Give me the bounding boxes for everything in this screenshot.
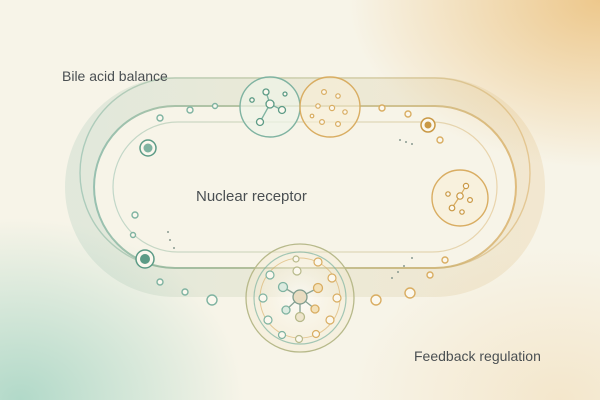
- loop-line-middle: [93, 105, 517, 269]
- loop-track-outer: [65, 77, 545, 297]
- central-receptor-hub: [245, 243, 355, 353]
- loop-ring-nodes: [135, 117, 436, 269]
- loop-line-inner: [112, 121, 498, 253]
- label-bile-acid-balance: Bile acid balance: [62, 68, 168, 84]
- dotted-arcs: [167, 139, 413, 279]
- label-feedback-regulation: Feedback regulation: [414, 348, 541, 364]
- top-left-molecule-node: [239, 76, 301, 138]
- loop-beads: [129, 102, 449, 306]
- right-molecule-node: [431, 169, 489, 227]
- top-right-molecule-node: [299, 76, 361, 138]
- label-nuclear-receptor: Nuclear receptor: [196, 188, 307, 205]
